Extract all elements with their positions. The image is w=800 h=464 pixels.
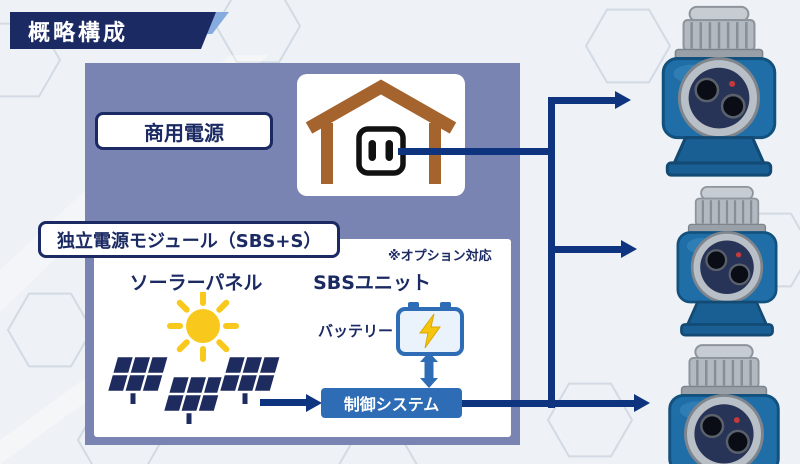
actuator-image-2 bbox=[660, 184, 794, 338]
sun-icon bbox=[167, 292, 239, 362]
building-card bbox=[297, 74, 465, 196]
connector-outlet-to-bus bbox=[398, 148, 552, 155]
module-label-box: 独立電源モジュール（SBS+S） bbox=[38, 221, 341, 258]
double-arrow-icon bbox=[420, 352, 438, 388]
arrowhead-solar-to-control bbox=[306, 394, 322, 412]
actuator-image-1 bbox=[643, 4, 795, 178]
battery-icon bbox=[396, 302, 464, 356]
control-system-box: 制御システム bbox=[321, 388, 462, 418]
option-note: ※オプション対応 bbox=[388, 249, 492, 264]
sbs-unit-label: SBSユニット bbox=[313, 272, 431, 294]
solar-panel-label: ソーラーパネル bbox=[129, 272, 263, 294]
actuator-image-3 bbox=[650, 342, 798, 464]
control-system-label: 制御システム bbox=[343, 395, 440, 414]
solar-panels-icon bbox=[105, 292, 283, 424]
house-icon bbox=[305, 79, 457, 184]
page-title: 概略構成 bbox=[28, 20, 129, 46]
connector-solar-to-control bbox=[260, 399, 308, 406]
arrowhead-actuator-3 bbox=[634, 394, 650, 412]
battery-label: バッテリー bbox=[318, 322, 394, 340]
branch-line-actuator-2 bbox=[551, 246, 621, 253]
arrowhead-actuator-1 bbox=[615, 91, 631, 109]
branch-line-actuator-1 bbox=[551, 97, 615, 104]
branch-line-actuator-3 bbox=[462, 400, 634, 407]
commercial-power-label: 商用電源 bbox=[144, 120, 224, 145]
arrowhead-actuator-2 bbox=[621, 240, 637, 258]
power-outlet-icon bbox=[356, 126, 406, 176]
commercial-power-label-box: 商用電源 bbox=[95, 112, 273, 150]
module-label: 独立電源モジュール（SBS+S） bbox=[57, 230, 322, 252]
title-banner: 概略構成 bbox=[10, 12, 216, 49]
